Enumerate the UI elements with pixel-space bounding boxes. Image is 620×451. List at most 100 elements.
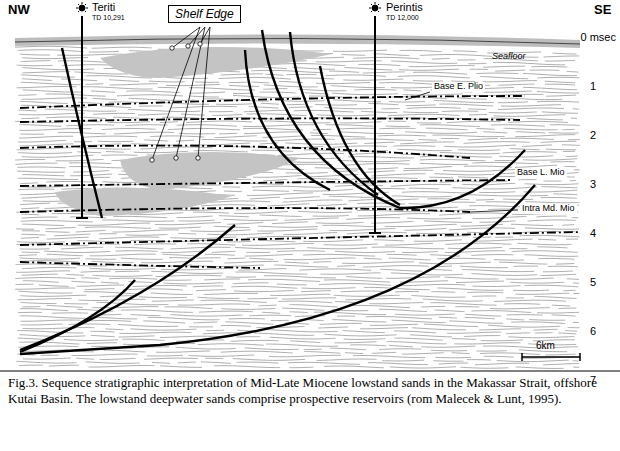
reflector [464, 166, 512, 167]
reflector [273, 64, 345, 66]
reflector [537, 312, 579, 314]
reflector [553, 53, 577, 55]
horizon [20, 232, 580, 245]
reflector [20, 309, 68, 311]
reflector [358, 64, 400, 65]
reflector [540, 141, 576, 142]
reflector [20, 248, 50, 249]
reflector [573, 293, 579, 294]
reflector [68, 323, 110, 325]
reflector [20, 295, 86, 296]
reflector [294, 110, 354, 112]
reflector [391, 184, 451, 186]
reflector [227, 223, 263, 225]
reflector [550, 124, 580, 126]
reflector [489, 111, 537, 113]
reflector [214, 366, 280, 368]
reflector [546, 149, 576, 151]
reflector [46, 117, 106, 118]
reflector [149, 81, 185, 83]
reflector [509, 248, 527, 249]
reflector [221, 308, 275, 310]
reflector [476, 73, 518, 75]
reflector [76, 358, 94, 360]
reflector [479, 329, 521, 330]
reflector [525, 228, 579, 229]
reflector [19, 113, 85, 115]
reflector [249, 107, 279, 109]
reflector [19, 254, 37, 256]
reflector [378, 135, 426, 137]
reflector [421, 346, 475, 347]
reflector [101, 282, 119, 284]
reflector [233, 282, 269, 284]
reflector [543, 363, 579, 364]
reflector [567, 71, 579, 73]
reflector [537, 92, 579, 93]
reflector [285, 262, 309, 263]
reflector [403, 170, 433, 171]
reflector [304, 349, 322, 351]
reflector [278, 301, 332, 303]
reflector [91, 335, 115, 336]
reflector [288, 362, 360, 364]
reflector [501, 105, 561, 106]
reflector [22, 72, 70, 73]
reflector [480, 353, 540, 355]
reflector [315, 104, 357, 106]
reflector [572, 217, 578, 218]
reflector [253, 176, 301, 178]
reflector [287, 104, 305, 106]
reflector [421, 306, 445, 308]
reflector [20, 182, 38, 184]
reflector [143, 321, 185, 323]
reflector [18, 189, 54, 191]
reflector [350, 305, 410, 307]
reflector [523, 159, 577, 161]
reflector [148, 317, 220, 319]
reflector [337, 265, 355, 267]
reflector [119, 332, 191, 333]
reflector [219, 77, 291, 79]
reflector [483, 66, 525, 67]
reflector [458, 149, 500, 151]
reflector [540, 274, 576, 275]
reflector [370, 324, 418, 325]
reflector [344, 68, 392, 70]
reflector [332, 320, 386, 322]
reflector [431, 350, 467, 352]
reflector [333, 100, 381, 102]
reflector [405, 132, 477, 134]
reflector [491, 125, 545, 126]
reflector [204, 279, 240, 281]
reflector [345, 299, 411, 300]
reflector [395, 291, 419, 292]
reflector [83, 136, 137, 137]
reflector [139, 297, 187, 298]
reflector [210, 201, 270, 202]
reflector [363, 266, 429, 267]
reflector [254, 333, 314, 335]
reflector [345, 352, 363, 354]
reflector [109, 278, 157, 280]
reflector [468, 138, 498, 139]
reflector [298, 211, 352, 212]
reflector [21, 237, 39, 239]
reflector [528, 220, 576, 221]
reflector [516, 367, 564, 369]
reflector [89, 365, 155, 367]
reflector [445, 236, 469, 237]
reflector [433, 135, 505, 137]
reflector [16, 361, 76, 363]
reflector [432, 58, 450, 60]
reflector [194, 151, 248, 152]
reflector [483, 81, 537, 82]
reflector [388, 121, 406, 122]
reflector [282, 308, 324, 310]
reflector [448, 247, 502, 248]
reflector [494, 259, 524, 261]
reflector [545, 81, 575, 83]
reflector [462, 184, 480, 186]
caption-rule [0, 371, 620, 372]
